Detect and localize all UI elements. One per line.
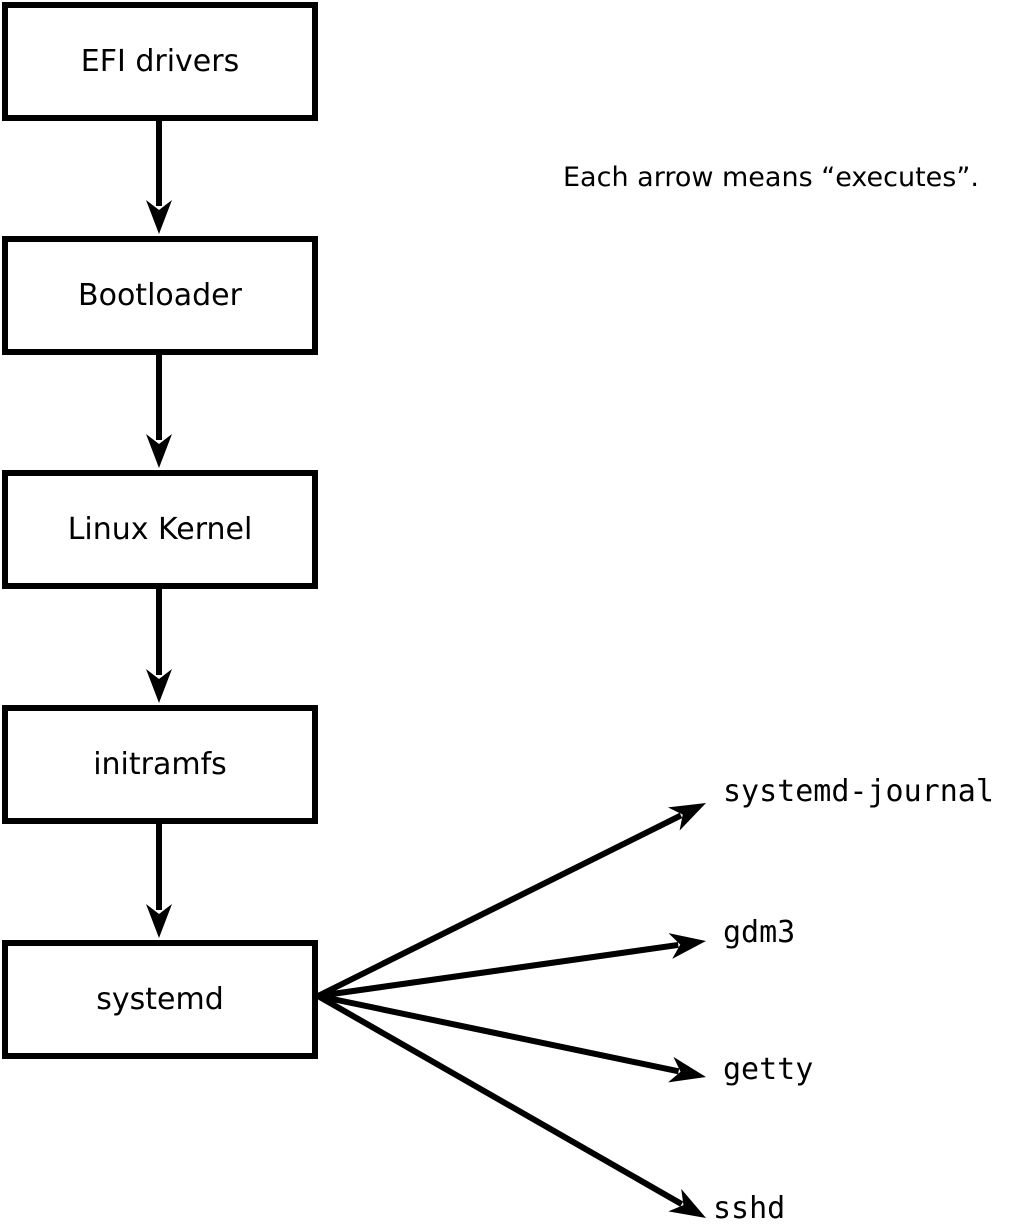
process-box-label: EFI drivers (80, 43, 240, 79)
fanout-arrowhead-3 (668, 1188, 706, 1218)
process-box-label: systemd (96, 981, 224, 1017)
process-box-systemd: systemd (2, 940, 318, 1059)
process-box-initramfs: initramfs (2, 705, 318, 824)
fanout-arrowhead-1 (668, 933, 706, 959)
fanout-arrow-line-2 (317, 993, 680, 1075)
fanout-arrowhead-0 (667, 803, 706, 831)
fanout-arrow-line-0 (316, 812, 683, 999)
chain-arrowhead-2 (146, 669, 172, 703)
vertical-arrows-group (146, 121, 172, 938)
process-box-label: initramfs (93, 746, 227, 782)
service-label-systemd-journal: systemd-journal (723, 774, 994, 809)
legend-annotation: Each arrow means “executes”. (563, 162, 979, 193)
chain-arrowhead-1 (146, 434, 172, 468)
service-label-sshd: sshd (713, 1191, 786, 1226)
process-box-bootloader: Bootloader (2, 236, 318, 355)
process-box-label: Linux Kernel (67, 511, 253, 547)
fanout-arrow-line-3 (316, 993, 684, 1207)
chain-arrowhead-3 (146, 904, 172, 938)
fanout-arrowhead-2 (668, 1056, 706, 1083)
fanout-arrow-line-1 (317, 941, 679, 999)
service-label-gdm3: gdm3 (723, 915, 796, 950)
process-box-label: Bootloader (78, 277, 242, 313)
chain-arrowhead-0 (146, 200, 172, 234)
process-box-linux-kernel: Linux Kernel (2, 470, 318, 589)
service-label-getty: getty (723, 1052, 814, 1087)
process-box-efi-drivers: EFI drivers (2, 2, 318, 121)
fanout-arrows-group (316, 803, 706, 1218)
